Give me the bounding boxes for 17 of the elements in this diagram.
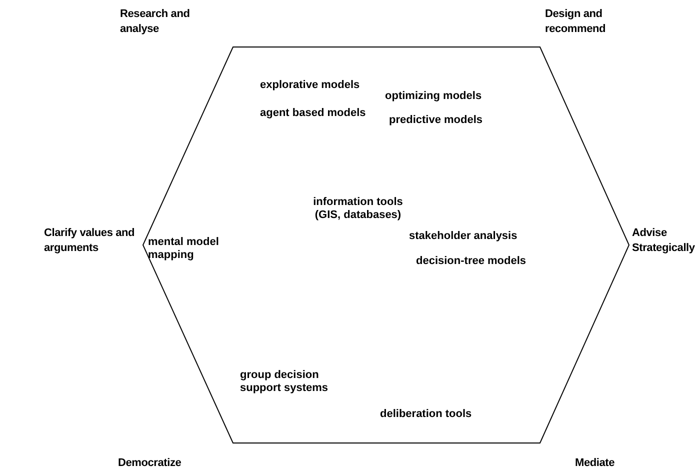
role-label: Design and recommend xyxy=(545,7,607,37)
method-label: optimizing models xyxy=(385,90,483,103)
method-label: information tools (GIS, databases) xyxy=(312,196,404,222)
role-label: Mediate xyxy=(575,456,616,471)
hexagon-shape xyxy=(143,47,629,443)
method-label: predictive models xyxy=(389,114,484,127)
role-label: Research and analyse xyxy=(120,7,191,37)
method-label: group decision support systems xyxy=(240,369,330,395)
method-label: agent based models xyxy=(260,107,367,120)
role-label: Clarify values and arguments xyxy=(44,226,136,256)
method-label: explorative models xyxy=(260,79,361,92)
method-label: decision-tree models xyxy=(416,255,528,268)
role-label: Advise Strategically xyxy=(632,226,695,256)
method-label: mental model mapping xyxy=(148,236,220,262)
role-label: Democratize xyxy=(118,456,182,471)
method-label: stakeholder analysis xyxy=(409,230,518,243)
method-label: deliberation tools xyxy=(380,408,473,421)
